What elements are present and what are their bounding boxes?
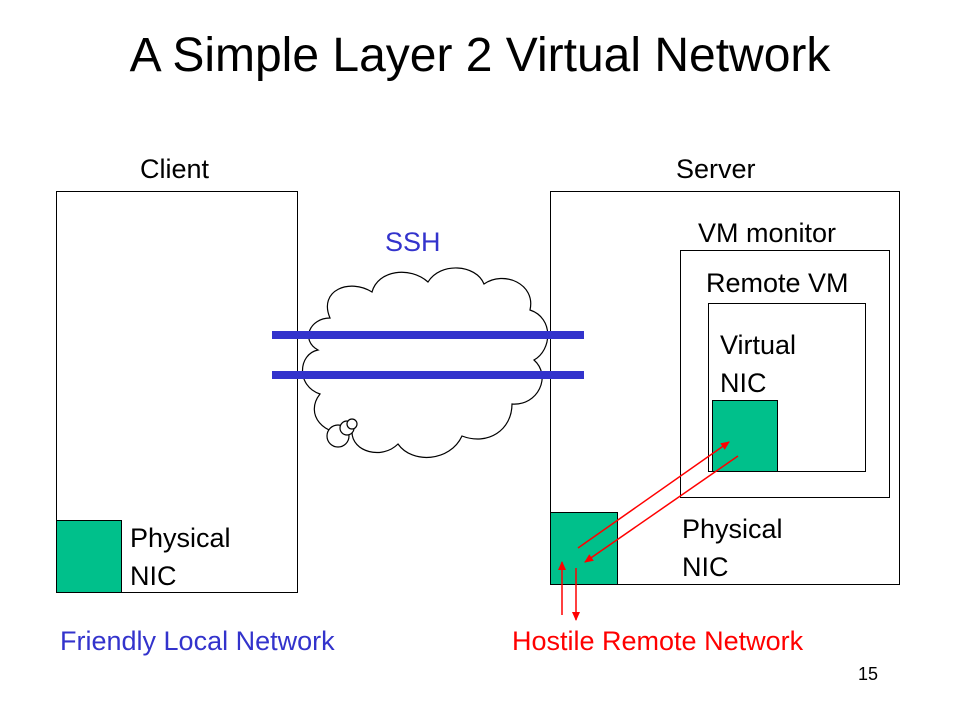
arrow-to-physical-nic: [584, 455, 739, 563]
virtual-nic: [712, 400, 778, 472]
page-number: 15: [858, 664, 879, 684]
arrow-to-virtual-nic: [577, 441, 730, 549]
server-label: Server: [676, 154, 756, 184]
virtual-nic-label-line1: Virtual: [720, 330, 797, 360]
vm-monitor-label: VM monitor: [698, 218, 837, 248]
ssh-label: SSH: [385, 227, 441, 257]
client-label: Client: [140, 154, 210, 184]
client-nic-label-line1: Physical: [130, 523, 231, 553]
friendly-network-label: Friendly Local Network: [60, 626, 335, 656]
internet-cloud-icon: [302, 267, 549, 458]
client-nic-label-line2: NIC: [130, 561, 177, 591]
slide-title: A Simple Layer 2 Virtual Network: [129, 29, 831, 82]
server-nic-label-line2: NIC: [682, 552, 729, 582]
hostile-network-label: Hostile Remote Network: [512, 626, 804, 656]
server-nic-label-line1: Physical: [682, 514, 783, 544]
client-physical-nic: [56, 520, 122, 593]
remote-vm-label: Remote VM: [706, 268, 849, 298]
ssh-tunnel-pipes: [272, 331, 584, 379]
virtual-nic-label-line2: NIC: [720, 368, 767, 398]
hostile-traffic-arrows: [558, 441, 739, 621]
